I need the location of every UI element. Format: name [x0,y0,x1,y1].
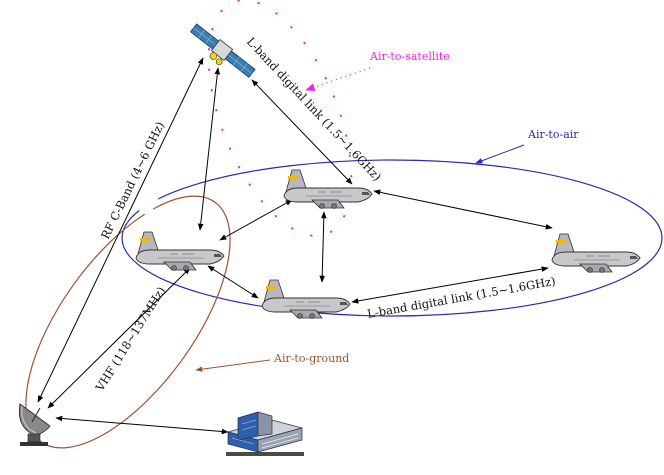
airplane-icon [551,233,641,273]
airplane-icon [261,279,351,319]
air-to-satellite-pointer [305,67,371,91]
vhf-link [47,267,191,409]
satellite-l-band-link [251,79,353,185]
air-l-band-link [351,266,549,304]
dish-antenna-icon [18,403,51,446]
air-to-air-label: Air-to-air [527,128,579,141]
air-to-ground-label: Air-to-ground [273,352,349,365]
plane2-plane4-link [373,189,553,230]
plane1-plane2-link [219,199,293,241]
air-to-air-pointer [475,144,525,164]
plane1-plane3-link [207,265,259,299]
building-icon [226,411,304,456]
air-to-satellite-label: Air-to-satellite [369,50,450,63]
satellite-plane1-link [197,67,221,231]
satellite-icon [189,23,256,78]
air-to-air-region [121,159,663,317]
air-to-ground-pointer [195,359,271,372]
plane2-plane3-link [319,211,327,283]
ground-link [55,415,229,435]
vhf-label: VHF (118~137MHz) [92,284,168,394]
airplane-icon [135,231,225,271]
satellite-l-band-label: L-band digital link (1.5~1.6GHz) [244,34,384,183]
airplane-icon [283,169,373,209]
